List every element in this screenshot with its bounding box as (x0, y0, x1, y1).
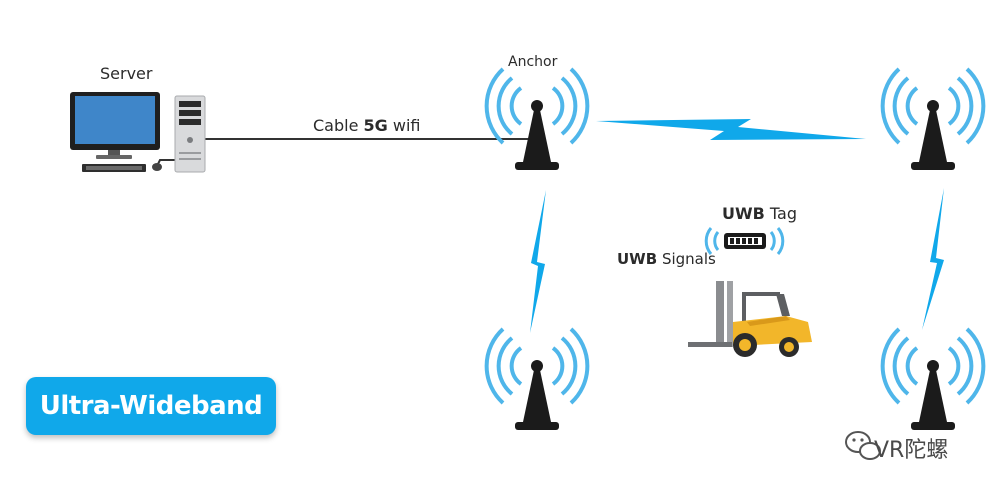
uwb-signals-label: UWB Signals (617, 250, 716, 268)
wireless-link-top (596, 119, 866, 140)
anchor-label: Anchor (508, 54, 558, 70)
wireless-link-right (922, 188, 944, 330)
desktop-computer-icon (70, 92, 162, 172)
anchor-antenna-icon (880, 67, 986, 172)
server-tower-icon (174, 95, 206, 173)
forklift-icon (688, 281, 812, 357)
uwb-tag-label: UWB Tag (722, 204, 798, 223)
watermark: VR陀螺 (874, 432, 948, 464)
anchor-antenna-icon (484, 327, 590, 432)
wechat-icon (845, 431, 881, 460)
anchor-antenna-icon (484, 67, 590, 172)
server-label: Server (100, 64, 153, 83)
wireless-link-left (530, 190, 546, 333)
ultra-wideband-banner: Ultra-Wideband (26, 377, 276, 435)
watermark-text: VR陀螺 (874, 438, 949, 463)
uwb-tag-icon (704, 227, 785, 255)
anchor-antenna-icon (880, 327, 986, 432)
cable-label: Cable 5G wifi (313, 116, 421, 135)
